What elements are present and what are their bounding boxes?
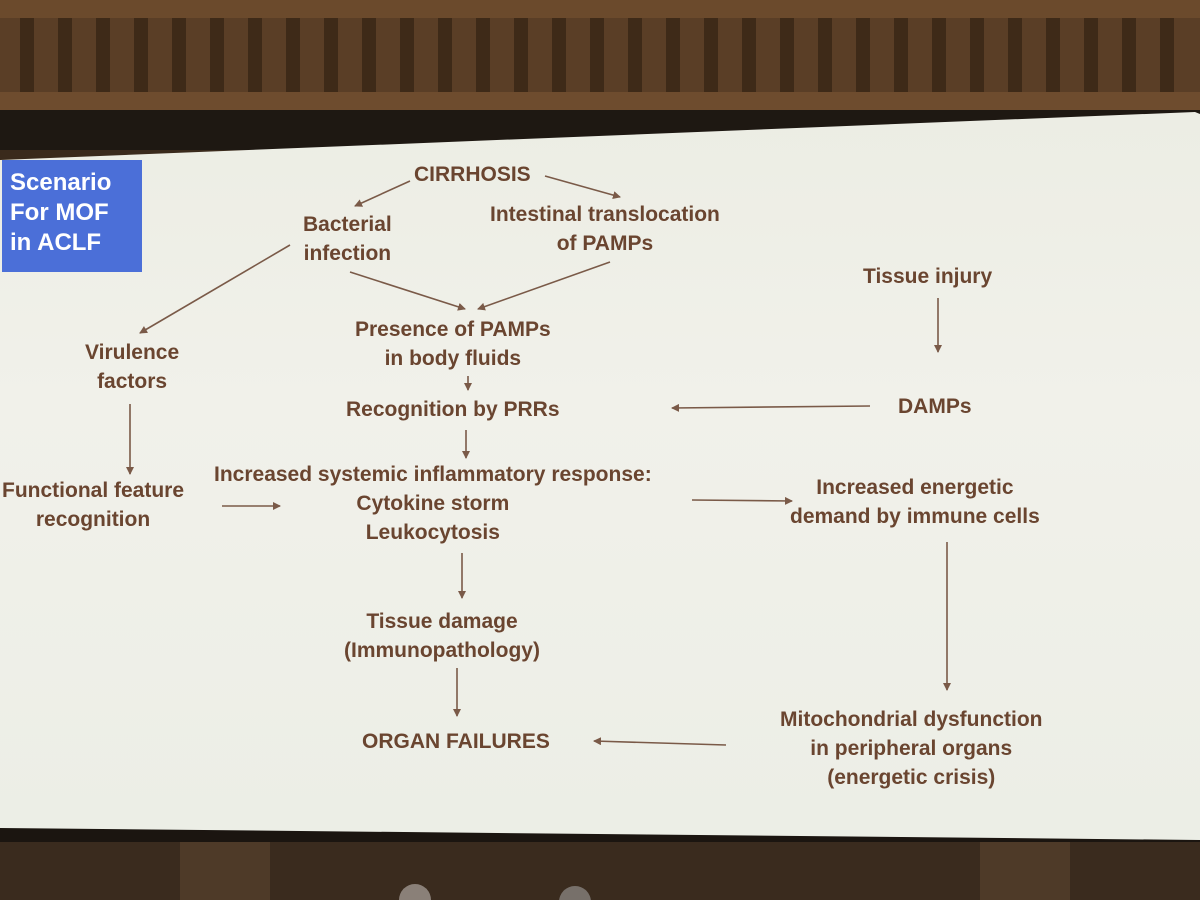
node-label: Presence of PAMPs [355, 318, 551, 341]
node-organ-failures: ORGAN FAILURES [362, 727, 550, 756]
node-label: Virulence [85, 341, 180, 364]
badge-line: For MOF [10, 199, 109, 226]
badge-line: Scenario [10, 169, 112, 196]
node-label: Functional feature [2, 479, 185, 502]
node-label: CIRRHOSIS [414, 163, 531, 186]
node-cirrhosis: CIRRHOSIS [414, 160, 531, 189]
node-label: in peripheral organs [810, 737, 1013, 760]
node-systemic-inflammation: Increased systemic inflammatory response… [214, 460, 652, 547]
node-label: of PAMPs [556, 232, 654, 255]
node-label: Bacterial [303, 213, 392, 236]
node-mitochondrial-dysfunction: Mitochondrial dysfunction in peripheral … [780, 705, 1043, 792]
node-label: Tissue damage [366, 610, 518, 633]
node-label: infection [303, 242, 392, 265]
node-energetic-demand: Increased energetic demand by immune cel… [790, 473, 1040, 531]
node-label: Cytokine storm [356, 492, 510, 515]
badge-line: in ACLF [10, 229, 102, 256]
node-label: Mitochondrial dysfunction [780, 708, 1043, 731]
node-tissue-injury: Tissue injury [863, 262, 992, 291]
node-functional-feature: Functional feature recognition [2, 476, 184, 534]
node-recognition-prrs: Recognition by PRRs [346, 395, 560, 424]
node-label: in body fluids [384, 347, 522, 370]
projection-screen [0, 112, 1200, 840]
node-label: recognition [35, 508, 151, 531]
node-bacterial-infection: Bacterial infection [303, 210, 392, 268]
node-presence-pamps: Presence of PAMPs in body fluids [355, 315, 551, 373]
node-intestinal-translocation: Intestinal translocation of PAMPs [490, 200, 720, 258]
stage-front [0, 828, 1200, 900]
node-label: demand by immune cells [790, 505, 1040, 528]
node-damps: DAMPs [898, 392, 972, 421]
scenario-badge: Scenario For MOF in ACLF [2, 160, 142, 272]
node-label: Intestinal translocation [490, 203, 720, 226]
node-virulence-factors: Virulence factors [85, 338, 179, 396]
node-label: DAMPs [898, 395, 972, 418]
node-label: factors [97, 370, 168, 393]
node-label: Leukocytosis [365, 521, 500, 544]
node-label: Increased energetic [816, 476, 1014, 499]
node-label: (Immunopathology) [344, 639, 540, 662]
node-tissue-damage: Tissue damage (Immunopathology) [344, 607, 540, 665]
node-label: Recognition by PRRs [346, 398, 560, 421]
node-label: ORGAN FAILURES [362, 730, 550, 753]
node-label: Tissue injury [863, 265, 993, 288]
node-label: Increased systemic inflammatory response… [214, 463, 652, 486]
node-label: (energetic crisis) [827, 766, 996, 789]
